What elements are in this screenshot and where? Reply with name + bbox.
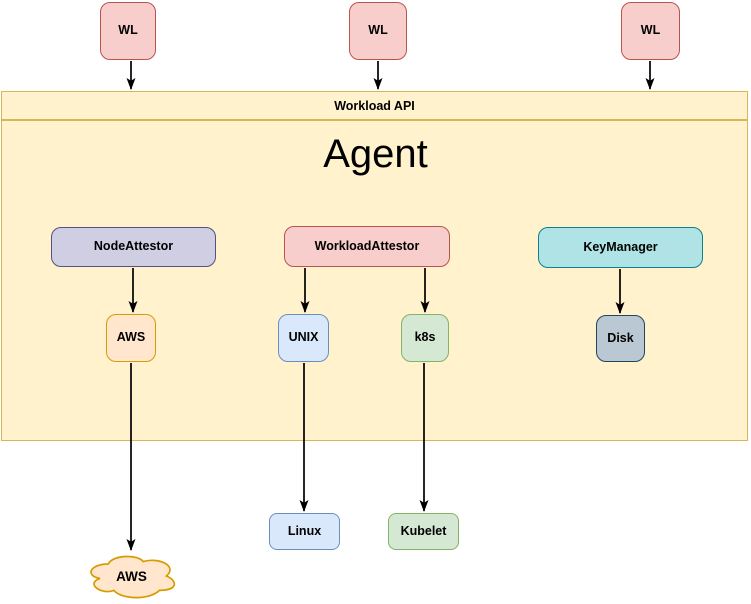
- disk-plugin-box: Disk: [596, 315, 645, 362]
- kubelet-label: Kubelet: [400, 523, 447, 538]
- aws-plugin-label: AWS: [116, 330, 146, 345]
- unix-plugin-box: UNIX: [278, 314, 329, 362]
- workload-attestor-box: WorkloadAttestor: [284, 226, 450, 267]
- workload-label: WL: [640, 23, 661, 38]
- k8s-plugin-label: k8s: [414, 330, 436, 345]
- aws-cloud-shape: [90, 555, 176, 599]
- agent-title: Agent: [323, 132, 428, 176]
- workload-api-label: Workload API: [334, 98, 415, 113]
- workload-box-1: WL: [100, 2, 156, 60]
- unix-plugin-label: UNIX: [288, 330, 319, 345]
- kubelet-box: Kubelet: [388, 513, 459, 550]
- linux-label: Linux: [287, 523, 322, 538]
- workload-api-bar: Workload API: [1, 91, 748, 120]
- workload-box-2: WL: [349, 2, 407, 60]
- disk-plugin-label: Disk: [607, 330, 634, 345]
- key-manager-label: KeyManager: [583, 239, 658, 254]
- aws-plugin-box: AWS: [106, 314, 156, 362]
- key-manager-box: KeyManager: [538, 227, 703, 268]
- agent-container: [1, 120, 748, 441]
- workload-label: WL: [118, 23, 138, 38]
- aws-cloud-label: AWS: [116, 568, 147, 584]
- workload-box-3: WL: [621, 2, 680, 60]
- aws-cloud: AWS: [85, 552, 178, 600]
- k8s-plugin-box: k8s: [401, 314, 449, 362]
- workload-label: WL: [368, 23, 388, 38]
- node-attestor-box: NodeAttestor: [51, 227, 216, 267]
- node-attestor-label: NodeAttestor: [93, 239, 174, 254]
- workload-attestor-label: WorkloadAttestor: [314, 238, 420, 253]
- linux-box: Linux: [269, 513, 340, 550]
